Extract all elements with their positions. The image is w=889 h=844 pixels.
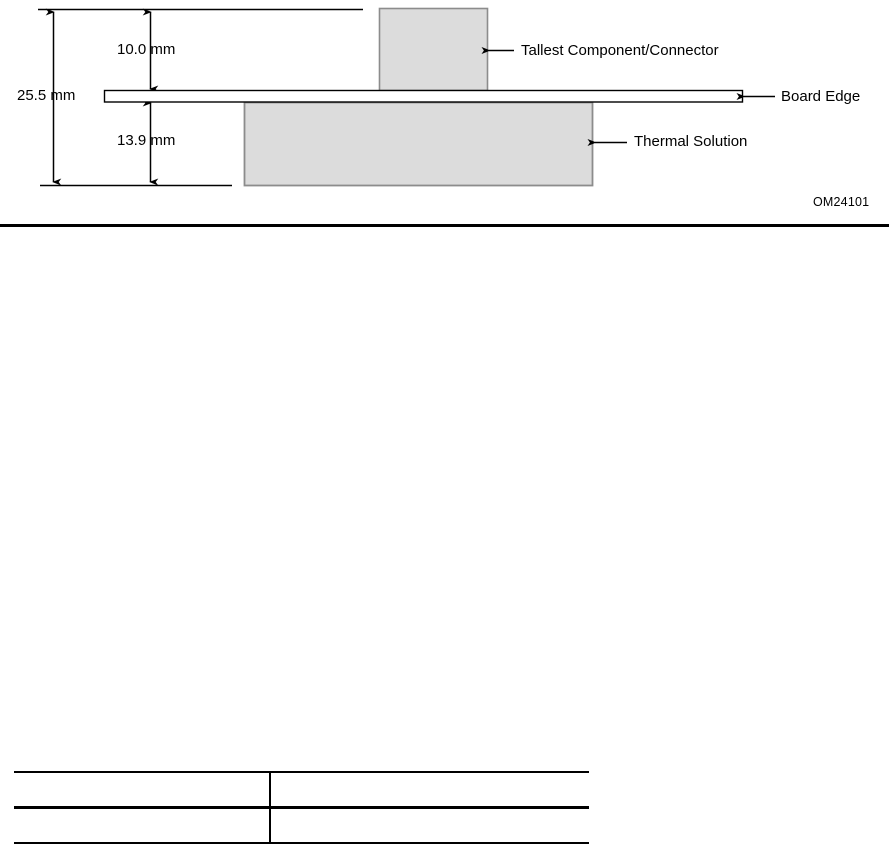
dimension-label-below-board: 13.9 mm xyxy=(117,132,176,149)
callout-label-board-edge: Board Edge xyxy=(781,88,861,105)
height-clearance-diagram: 25.5 mm 10.0 mm 13.9 mm Tallest Componen… xyxy=(0,0,889,226)
table-header-cell-2 xyxy=(270,771,589,809)
table-header-cell-1 xyxy=(14,771,271,809)
figure-id-label: OM24101 xyxy=(813,195,870,209)
table-cell-1 xyxy=(14,807,271,844)
table xyxy=(14,771,589,844)
diagram-graphics xyxy=(38,7,775,187)
table-cell-2 xyxy=(270,807,589,844)
dimension-label-overall: 25.5 mm xyxy=(17,87,76,104)
callout-label-thermal-solution: Thermal Solution xyxy=(634,133,748,150)
table-header-row xyxy=(14,771,589,809)
tallest-component-block xyxy=(378,7,489,92)
callout-label-tallest-component: Tallest Component/Connector xyxy=(521,42,719,59)
figure-bottom-rule xyxy=(0,224,889,227)
thermal-solution-block xyxy=(243,101,594,187)
board-bar xyxy=(103,89,744,103)
dimension-label-above-board: 10.0 mm xyxy=(117,41,176,58)
bottom-table xyxy=(14,771,589,844)
table-row xyxy=(14,807,589,844)
